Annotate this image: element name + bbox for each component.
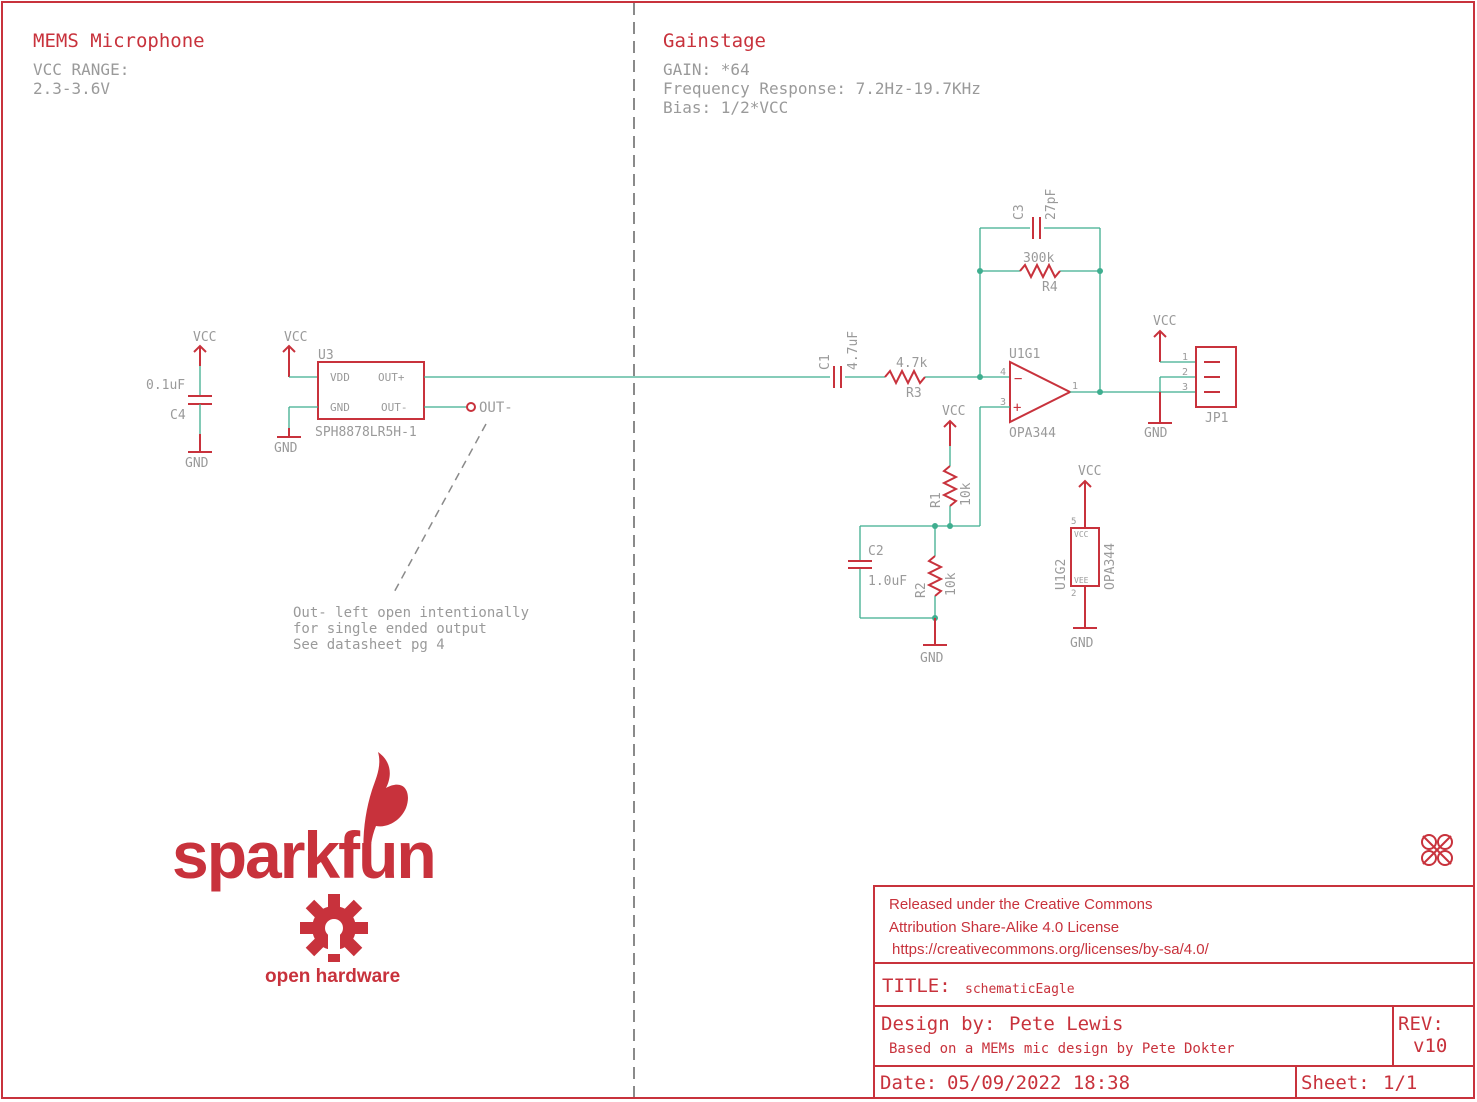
mic-u3[interactable]: VCC U3 VDD GND OUT+ OUT- SPH8878LR5H-1 G… <box>274 330 513 456</box>
opamp-u1g1[interactable]: U1G1 OPA344 − + 4 3 1 <box>1000 347 1078 441</box>
jp1-vcc-label: VCC <box>1153 314 1176 329</box>
capacitor-c4[interactable]: VCC 0.1uF C4 GND <box>146 330 216 471</box>
section-title-mems: MEMS Microphone <box>33 30 205 52</box>
u3-pin-out-plus: OUT+ <box>378 371 405 384</box>
u1g2-pin-vcc: VCC <box>1074 530 1089 539</box>
bias-gnd-label: GND <box>920 651 944 666</box>
c4-vcc-label: VCC <box>193 330 216 345</box>
r3-ref: R3 <box>906 386 922 401</box>
jp1-pin2: 2 <box>1182 367 1188 378</box>
u1g1-ref: U1G1 <box>1009 347 1040 362</box>
vcc-range-label: VCC RANGE: <box>33 60 129 79</box>
license-url: https://creativecommons.org/licenses/by-… <box>892 941 1210 958</box>
license-line-2: Attribution Share-Alike 4.0 License <box>889 919 1119 936</box>
brand-tagline: open hardware <box>265 966 400 987</box>
jp1-ref: JP1 <box>1205 411 1228 426</box>
net-out-minus: OUT- <box>479 400 513 416</box>
u1g2-pin5: 5 <box>1071 517 1076 527</box>
c2-ref: C2 <box>868 544 884 559</box>
gain-note: GAIN: *64 <box>663 60 750 79</box>
jp1-pin3: 3 <box>1182 382 1188 393</box>
c1-ref: C1 <box>818 354 833 370</box>
opamp-power-u1g2[interactable]: VCC VCC VEE 5 2 U1G2 OPA344 GND <box>1054 464 1118 651</box>
u3-pin-gnd: GND <box>330 401 350 414</box>
c4-value: 0.1uF <box>146 378 185 393</box>
u1g1-plus: + <box>1013 400 1021 416</box>
r1-vcc-label: VCC <box>942 404 965 419</box>
r2-value: 10k <box>944 572 959 596</box>
based-on-note: Based on a MEMs mic design by Pete Dokte… <box>889 1041 1235 1057</box>
c1-value: 4.7uF <box>846 331 861 370</box>
sparkfun-logo: sparkfun open hardware <box>172 752 437 987</box>
r1-ref: R1 <box>929 492 944 508</box>
u3-ref: U3 <box>318 348 334 363</box>
license-line-1: Released under the Creative Commons <box>889 896 1152 913</box>
u1g2-gnd-label: GND <box>1070 636 1094 651</box>
connector-jp1[interactable]: VCC GND 1 2 3 JP1 <box>1144 314 1237 441</box>
u1g1-part: OPA344 <box>1009 426 1056 441</box>
u3-pin-out-minus: OUT- <box>381 401 408 414</box>
brand-wordmark: sparkfun <box>172 818 435 892</box>
annotation-line-1: Out- left open intentionally <box>293 605 529 621</box>
resistor-r3[interactable]: 4.7k R3 <box>884 356 927 401</box>
r1-value: 10k <box>959 482 974 506</box>
resistor-r2[interactable]: R2 10k <box>914 526 959 618</box>
capacitor-c3[interactable]: C3 27pF <box>1012 189 1059 239</box>
annotation-line-2: for single ended output <box>293 621 487 637</box>
sheet-value: 1/1 <box>1383 1072 1417 1094</box>
u1g2-vcc-label: VCC <box>1078 464 1101 479</box>
u3-part: SPH8878LR5H-1 <box>315 425 417 440</box>
frame-marker-icon <box>1421 834 1453 866</box>
c4-ref: C4 <box>170 408 186 423</box>
rev-value: v10 <box>1413 1035 1447 1057</box>
u3-gnd-label: GND <box>274 441 298 456</box>
u1g1-pin3: 3 <box>1000 397 1006 408</box>
u3-vcc-label: VCC <box>284 330 307 345</box>
jp1-body <box>1195 346 1237 408</box>
r4-value: 300k <box>1023 251 1054 266</box>
u1g2-ref: U1G2 <box>1054 559 1069 590</box>
u3-pin-vdd: VDD <box>330 371 350 384</box>
date-label: Date: <box>880 1072 937 1094</box>
design-label: Design by: <box>881 1013 995 1035</box>
designer-name: Pete Lewis <box>1009 1013 1123 1035</box>
u1g2-part: OPA344 <box>1103 543 1118 590</box>
title-block: Released under the Creative Commons Attr… <box>873 885 1475 1099</box>
vcc-range-value: 2.3-3.6V <box>33 79 110 98</box>
c2-value: 1.0uF <box>868 574 907 589</box>
gear-icon <box>300 894 368 962</box>
annotation-leader <box>391 423 487 597</box>
bias-note: Bias: 1/2*VCC <box>663 98 788 117</box>
r2-ref: R2 <box>914 582 929 598</box>
u1g1-pin1: 1 <box>1072 381 1078 392</box>
frequency-note: Frequency Response: 7.2Hz-19.7KHz <box>663 79 981 98</box>
date-value: 05/09/2022 18:38 <box>947 1072 1130 1094</box>
capacitor-c2[interactable]: C2 1.0uF <box>848 526 907 618</box>
title-value: schematicEagle <box>965 982 1075 997</box>
jp1-pin1: 1 <box>1182 352 1188 363</box>
u1g2-pin-vee: VEE <box>1074 576 1089 585</box>
title-label: TITLE: <box>882 975 951 997</box>
section-title-gainstage: Gainstage <box>663 30 766 52</box>
u3-body <box>317 361 425 420</box>
u1g1-pin4: 4 <box>1000 367 1006 378</box>
c4-gnd-label: GND <box>185 456 209 471</box>
r3-value: 4.7k <box>896 356 927 371</box>
resistor-r1[interactable]: VCC R1 10k <box>929 404 974 526</box>
resistor-r4[interactable]: 300k R4 <box>1019 251 1061 295</box>
jp1-gnd-label: GND <box>1144 426 1168 441</box>
annotation-line-3: See datasheet pg 4 <box>293 637 445 653</box>
r4-ref: R4 <box>1042 280 1058 295</box>
flame-icon <box>363 752 408 862</box>
c3-ref: C3 <box>1012 204 1027 220</box>
u1g1-minus: − <box>1014 371 1022 387</box>
sheet-label: Sheet: <box>1301 1072 1370 1094</box>
rev-label: REV: <box>1398 1013 1444 1035</box>
capacitor-c1[interactable]: C1 4.7uF <box>818 331 861 388</box>
u1g2-pin2: 2 <box>1071 589 1076 599</box>
c3-value: 27pF <box>1044 189 1059 220</box>
